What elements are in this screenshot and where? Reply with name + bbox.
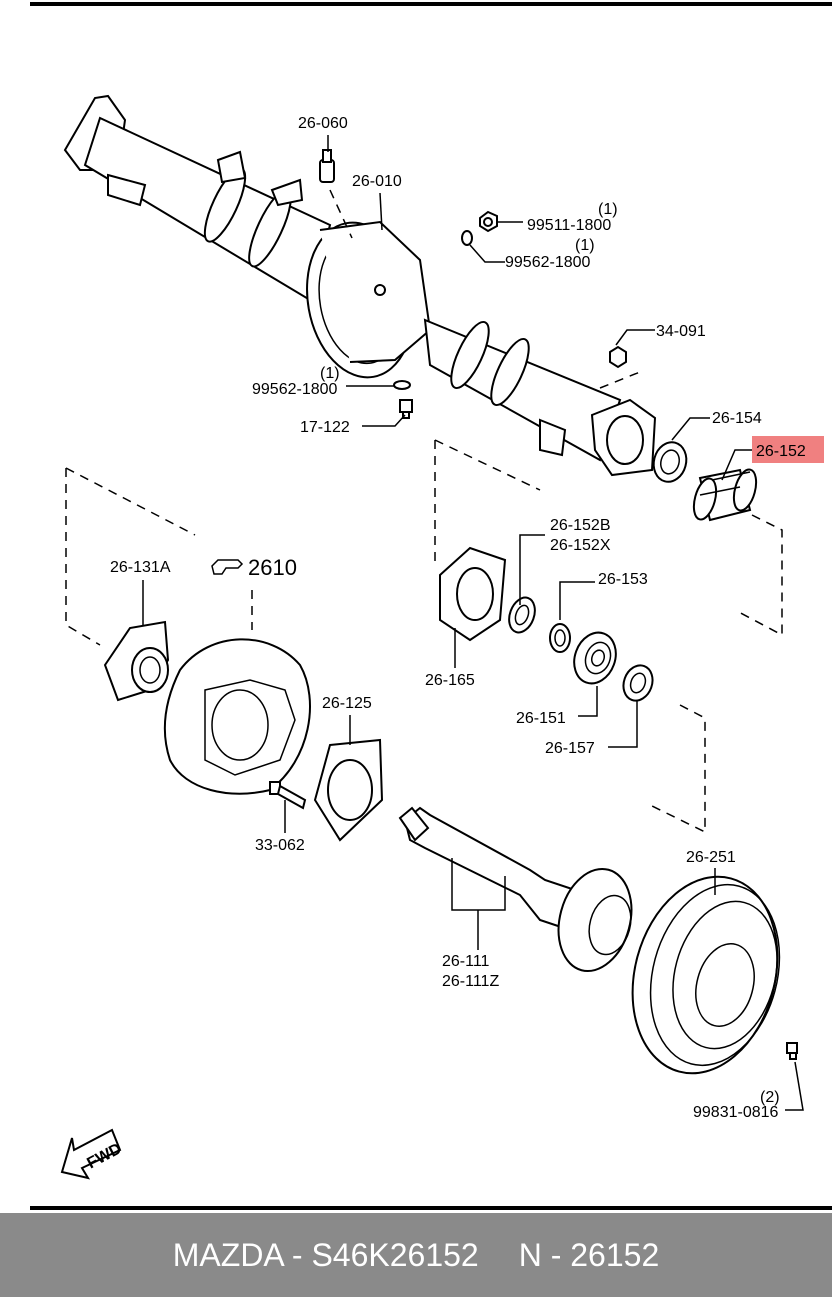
hex-nut-99511[interactable] <box>479 210 498 233</box>
label-34-091: 34-091 <box>656 323 706 340</box>
part-number-text: MAZDA - S46K26152 <box>172 1236 479 1273</box>
washer-99562-upper[interactable] <box>461 230 473 246</box>
label-26-157: 26-157 <box>545 740 595 757</box>
label-26-251: 26-251 <box>686 849 736 866</box>
label-99511-1800: 99511-1800 <box>527 217 611 234</box>
highlight-box <box>752 436 824 463</box>
axle-shaft-26-111[interactable] <box>398 806 642 979</box>
label-26-111Z: 26-111Z <box>442 973 499 990</box>
wheel-bearing-26-151[interactable] <box>567 627 622 690</box>
lock-washer-26-153[interactable] <box>549 623 571 653</box>
label-99831-qty: (2) <box>760 1089 780 1106</box>
label-26-165: 26-165 <box>425 672 475 689</box>
retainer-26-165[interactable] <box>439 546 507 642</box>
label-26-153: 26-153 <box>598 571 648 588</box>
label-26-154: 26-154 <box>712 410 762 427</box>
brake-drum-26-251[interactable] <box>612 860 799 1089</box>
screw-99831[interactable] <box>786 1042 798 1060</box>
label-99562-1800-lower: 99562-1800 <box>252 381 338 398</box>
gasket-26-125[interactable] <box>313 738 384 842</box>
reference-number-text: N - 26152 <box>518 1236 660 1273</box>
label-17-122: 17-122 <box>300 419 350 436</box>
label-99562-1800-upper: 99562-1800 <box>505 254 591 271</box>
label-99562-qty-upper: (1) <box>575 237 595 254</box>
label-99511-qty: (1) <box>598 201 618 218</box>
label-26-152B: 26-152B <box>550 517 611 534</box>
washer-99562-lower[interactable] <box>393 380 411 390</box>
stud-bolt-33-062[interactable] <box>269 781 307 810</box>
brake-backing-plate[interactable] <box>163 638 311 795</box>
label-26-060: 26-060 <box>298 115 348 132</box>
bearing-housing-26-131A[interactable] <box>103 620 170 702</box>
label-26-111: 26-111 <box>442 953 490 970</box>
label-26-151: 26-151 <box>516 710 566 727</box>
fwd-arrow-icon: FWD <box>60 1128 125 1180</box>
label-99562-qty-lower: (1) <box>320 365 340 382</box>
inner-seal-26-152B[interactable] <box>505 594 540 636</box>
axle-housing[interactable] <box>63 94 657 477</box>
label-26-125: 26-125 <box>322 695 372 712</box>
label-26-152: 26-152 <box>756 443 806 460</box>
label-26-131A: 26-131A <box>110 559 171 576</box>
label-26-010: 26-010 <box>352 173 402 190</box>
oil-seal-26-154[interactable] <box>649 439 690 486</box>
breather-plug[interactable] <box>319 149 335 183</box>
label-2610: 2610 <box>248 555 297 580</box>
drain-plug[interactable] <box>399 399 413 419</box>
hand-pointer-icon <box>211 559 244 575</box>
hex-nut-34-091[interactable] <box>609 345 627 369</box>
label-99831-0816: 99831-0816 <box>693 1104 779 1121</box>
part-number-footer: MAZDA - S46K26152 N - 26152 <box>0 1213 832 1297</box>
needle-bearing-26-152[interactable] <box>690 467 760 522</box>
label-26-152X: 26-152X <box>550 537 611 554</box>
label-33-062: 33-062 <box>255 837 305 854</box>
seal-26-157[interactable] <box>619 661 658 704</box>
